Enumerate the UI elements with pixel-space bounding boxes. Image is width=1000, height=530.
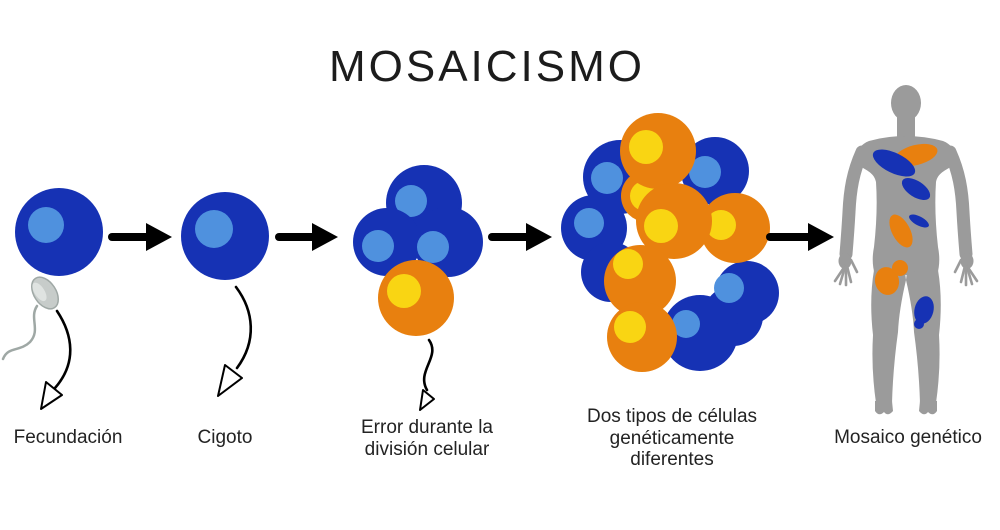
label-mosaico-genetico: Mosaico genético xyxy=(834,427,982,448)
mosaic-cell-mass xyxy=(561,113,779,372)
label-dos-tipos-celulas: Dos tipos de células genéticamente difer… xyxy=(586,406,758,470)
arrow-right-1 xyxy=(108,223,172,251)
mosaic-patches xyxy=(872,143,938,329)
arrow-right-3 xyxy=(488,223,552,251)
right-hand-fingers xyxy=(953,258,979,287)
label-fecundacion: Fecundación xyxy=(13,427,123,448)
division-error-cluster xyxy=(353,165,483,336)
zygote-cell xyxy=(181,192,269,280)
fertilization-cell xyxy=(15,188,103,276)
arrow-right-4 xyxy=(766,223,834,251)
pointer-arrow-cigoto xyxy=(217,285,253,397)
pointer-arrow-fecundacion xyxy=(40,309,72,410)
arrow-right-2 xyxy=(275,223,338,251)
page-title: MOSAICISMO xyxy=(328,42,646,91)
label-error-division: Error durante la división celular xyxy=(360,417,494,460)
human-silhouette xyxy=(833,85,979,415)
label-cigoto: Cigoto xyxy=(197,427,253,448)
sperm-icon xyxy=(1,276,60,361)
pointer-arrow-error xyxy=(419,338,435,411)
left-hand-fingers xyxy=(833,258,859,287)
